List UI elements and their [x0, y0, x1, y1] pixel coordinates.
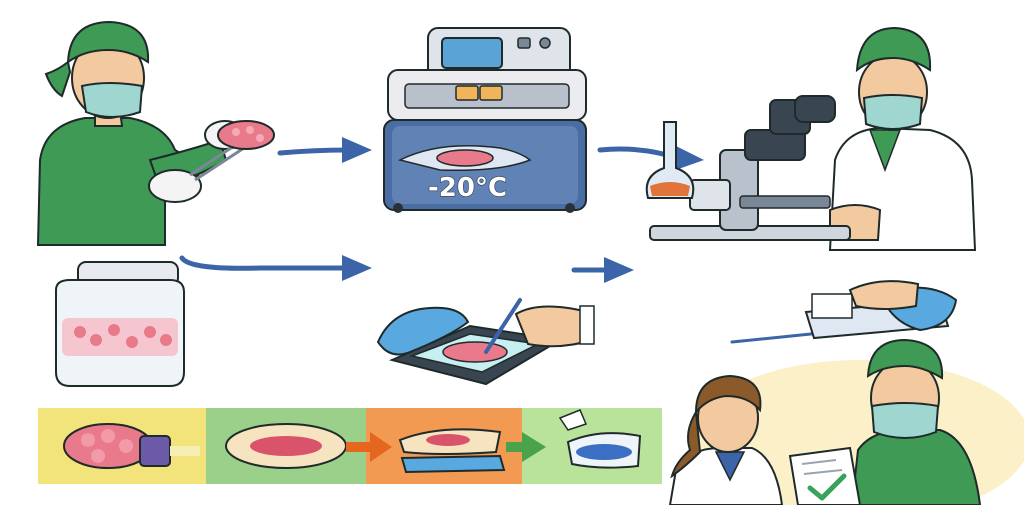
process-strip — [38, 408, 662, 484]
report-checkmark-icon — [790, 448, 860, 505]
microtome-cutting-icon — [378, 300, 594, 384]
tissue-sample-icon — [218, 121, 274, 149]
lab-technician-icon — [830, 28, 975, 250]
arrow-right-icon — [280, 137, 372, 163]
surgeon-icon — [38, 22, 245, 245]
arrow-right-icon — [574, 257, 634, 283]
temperature-label: -20°C — [428, 173, 507, 203]
glass-slide-icon — [806, 281, 956, 338]
arrow-right-icon — [182, 255, 372, 281]
specimen-jar-icon — [56, 262, 184, 386]
freezer-icon: -20°C — [384, 28, 586, 213]
glass-slide-icon — [400, 429, 504, 472]
arrow-right-icon — [600, 144, 704, 172]
